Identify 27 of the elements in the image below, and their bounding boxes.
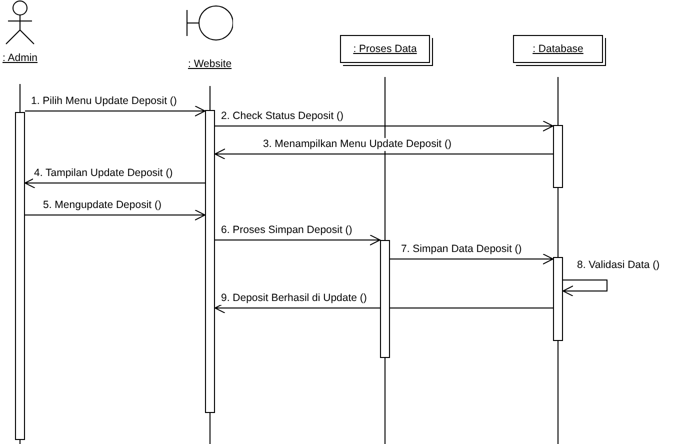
message-label: 1. Pilih Menu Update Deposit () [30, 95, 178, 108]
message-arrow [562, 280, 608, 296]
object-box: : Database [513, 35, 603, 63]
message-arrow [214, 302, 554, 314]
message-label: 6. Proses Simpan Deposit () [220, 224, 354, 237]
message-arrow [24, 178, 206, 188]
activation-bar [205, 110, 215, 413]
object-box: : Proses Data [340, 35, 430, 63]
message-arrow [214, 120, 554, 132]
message-arrow [214, 234, 380, 246]
activation-bar [380, 240, 390, 358]
message-label: 7. Simpan Data Deposit () [400, 243, 523, 256]
activation-bar [15, 112, 25, 440]
activation-bar [553, 125, 563, 188]
lifeline-label: : Website [188, 58, 232, 70]
message-label: 5. Mengupdate Deposit () [42, 199, 162, 212]
message-arrow [214, 148, 554, 160]
message-arrow [24, 106, 206, 116]
message-label: 9. Deposit Berhasil di Update () [220, 292, 368, 305]
message-label: 4. Tampilan Update Deposit () [33, 167, 174, 180]
message-label: 3. Menampilkan Menu Update Deposit () [262, 138, 453, 151]
activation-bar [553, 257, 563, 341]
message-arrow [390, 254, 554, 264]
message-label: 8. Validasi Data () [576, 259, 661, 272]
message-label: 2. Check Status Deposit () [220, 110, 345, 123]
lifeline-label: : Admin [2, 52, 38, 64]
message-arrow [24, 210, 206, 220]
